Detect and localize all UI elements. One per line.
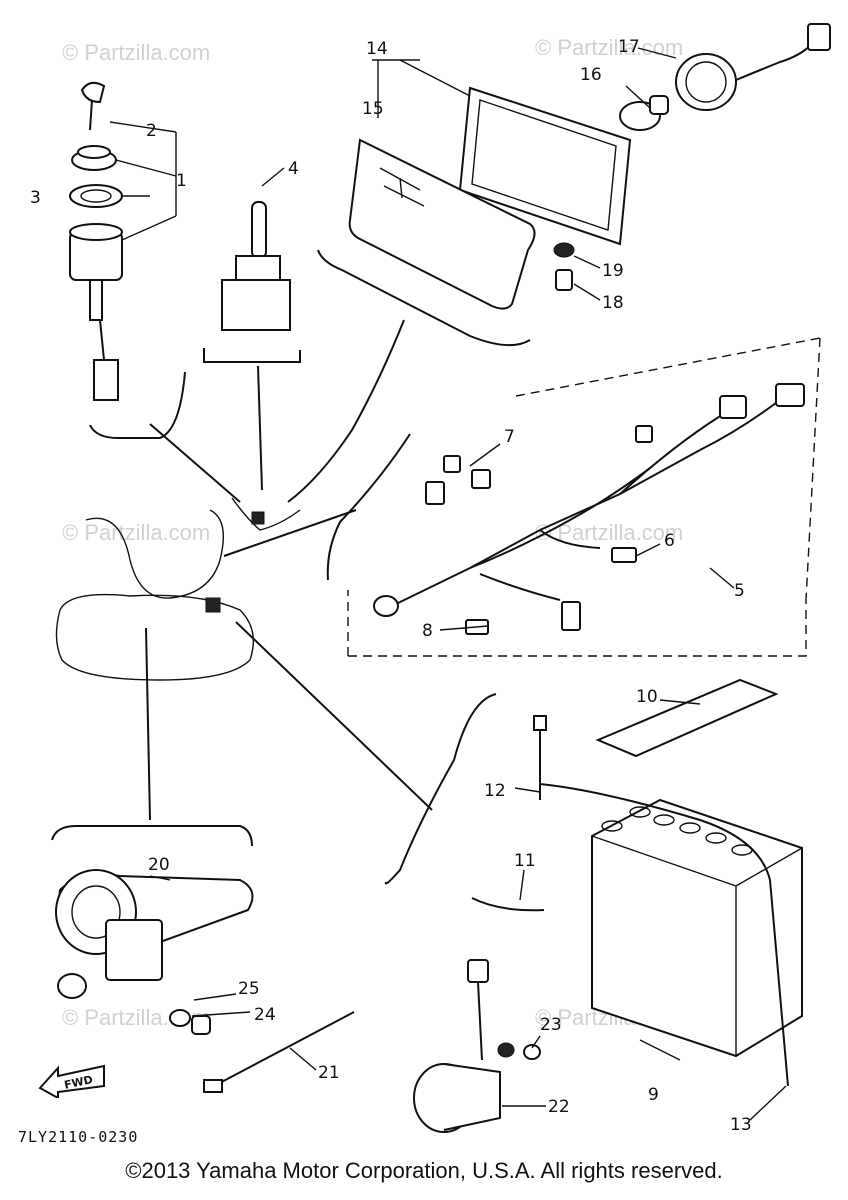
fwd-label: FWD [63,1073,94,1092]
group-bracket [203,348,301,363]
callout-6: 6 [664,531,675,551]
callout-15: 15 [362,99,384,119]
watermark: © Partzilla.com [535,35,683,60]
horn-assembly[interactable] [413,959,546,1133]
callout-24: 24 [254,1005,276,1025]
copyright-notice: ©2013 Yamaha Motor Corporation, U.S.A. A… [125,1158,723,1183]
key-icon [80,81,106,104]
wire-harness[interactable] [326,337,821,657]
callout-11: 11 [514,851,536,871]
callout-18: 18 [602,293,624,313]
watermark: © Partzilla.com [535,520,683,545]
watermark: © Partzilla.com [62,40,210,65]
pointer-lines [145,319,433,821]
callout-25: 25 [238,979,260,999]
callout-2: 2 [146,121,157,141]
callout-labels: 1 2 3 4 5 6 7 8 9 10 11 12 13 14 15 16 1… [30,37,752,1135]
callout-22: 22 [548,1097,570,1117]
drawing-code: 7LY2110-0230 [18,1128,139,1146]
callout-3: 3 [30,188,41,208]
main-switch-assembly[interactable] [69,81,177,401]
cable-tie[interactable] [203,1011,355,1093]
forward-arrow-icon: FWD [38,1064,105,1098]
callout-12: 12 [484,781,506,801]
group-bracket [89,371,186,439]
vehicle-outline [55,497,301,681]
callout-1: 1 [176,171,187,191]
callout-16: 16 [580,65,602,85]
callout-9: 9 [648,1085,659,1105]
callout-21: 21 [318,1063,340,1083]
group-bracket [51,825,253,847]
motor-assembly[interactable] [55,869,254,1035]
group-bracket [317,249,531,347]
callout-7: 7 [504,427,515,447]
battery-assembly[interactable] [471,678,803,1121]
callout-4: 4 [288,159,299,179]
callout-23: 23 [540,1015,562,1035]
callout-20: 20 [148,855,170,875]
callout-19: 19 [602,261,624,281]
callout-8: 8 [422,621,433,641]
watermark: © Partzilla.com [62,520,210,545]
callout-17: 17 [618,37,640,57]
toggle-switch[interactable] [221,167,291,331]
callout-5: 5 [734,581,745,601]
callout-13: 13 [730,1115,752,1135]
callout-14: 14 [366,39,388,59]
callout-10: 10 [636,687,658,707]
group-bracket [384,693,497,885]
headlight-assembly[interactable] [348,23,831,310]
